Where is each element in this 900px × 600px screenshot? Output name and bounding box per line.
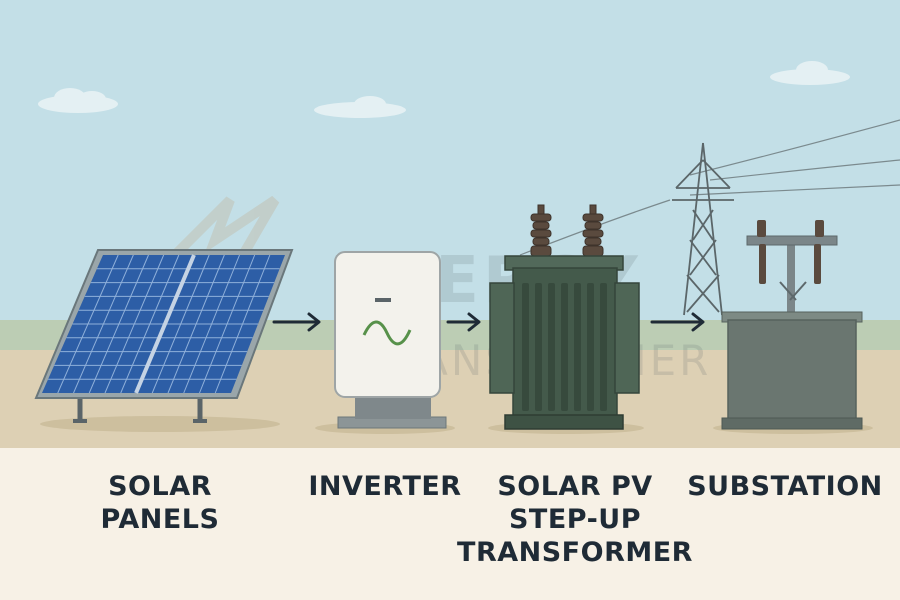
transmission-tower-icon xyxy=(672,142,734,316)
arrow-right-icon xyxy=(446,312,481,332)
inverter xyxy=(315,251,455,434)
clouds xyxy=(38,61,850,118)
caption-band xyxy=(0,448,900,600)
sine-wave-icon xyxy=(362,320,412,346)
inverter-label: INVERTER xyxy=(308,471,462,502)
arrow-right-icon xyxy=(272,312,321,332)
transformer xyxy=(488,204,644,434)
cooling-fins xyxy=(522,283,607,411)
substation xyxy=(713,220,873,434)
solar-panels-label: SOLAR PANELS xyxy=(100,471,220,535)
solar-panel xyxy=(34,249,294,432)
substation-label: SUBSTATION xyxy=(687,471,883,502)
transformer-label: SOLAR PV STEP-UP TRANSFORMER xyxy=(457,471,693,568)
arrow-right-icon xyxy=(650,312,705,332)
